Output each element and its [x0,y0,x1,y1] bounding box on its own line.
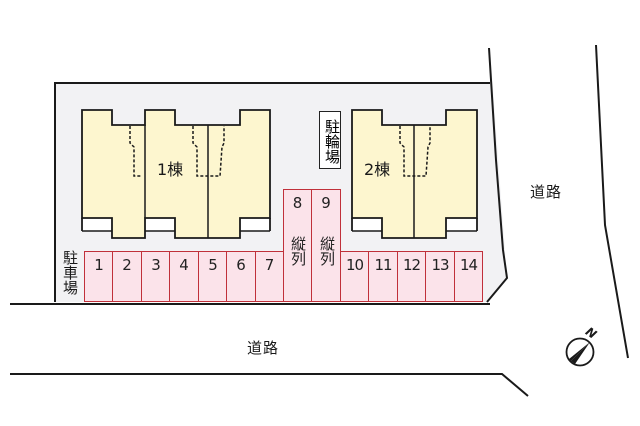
tandem-parking-note: 縦列 [289,236,307,266]
parking-space-2[interactable]: 2 [112,251,142,302]
parking-lot-label: 駐車場 [61,250,79,295]
parking-space-number: 10 [345,256,364,274]
tandem-parking-note: 縦列 [318,236,336,266]
building-2-label: 2棟 [364,160,391,179]
parking-space-6[interactable]: 6 [226,251,256,302]
parking-space-number: 3 [151,256,161,274]
parking-space-number: 11 [374,256,392,274]
parking-space-12[interactable]: 12 [397,251,426,302]
parking-space-number: 5 [208,256,218,274]
parking-space-number: 7 [264,256,275,274]
lot-border [54,82,490,302]
road-east-label: 道路 [530,183,563,201]
parking-space-11[interactable]: 11 [368,251,398,302]
parking-space-number: 4 [179,256,189,274]
parking-space-number: 13 [431,256,449,274]
parking-space-number: 14 [459,256,478,274]
parking-space-number: 2 [122,256,132,274]
parking-space-10[interactable]: 10 [340,251,369,302]
road-south-south-edge [10,373,529,397]
parking-space-number: 9 [321,194,331,212]
bicycle-parking-label: 駐輪場 [319,111,341,169]
road-east-east-edge [595,44,629,359]
building-1-label: 1棟 [157,160,184,179]
parking-space-13[interactable]: 13 [425,251,455,302]
parking-space-7[interactable]: 7 [255,251,284,302]
parking-space-14[interactable]: 14 [454,251,483,302]
building-2-outline [351,109,478,239]
parking-space-number: 12 [402,256,421,274]
building-1-outline [81,109,271,239]
parking-space-1[interactable]: 1 [84,251,114,302]
compass-icon [565,337,595,367]
lot-east-border [486,47,509,303]
parking-space-number: 8 [292,194,303,212]
parking-space-4[interactable]: 4 [169,251,199,302]
parking-space-number: 1 [94,256,104,274]
parking-space-5[interactable]: 5 [198,251,228,302]
parking-space-8[interactable]: 8 縦列 [283,189,312,302]
parking-space-9[interactable]: 9 縦列 [311,189,341,302]
parking-space-number: 6 [236,256,246,274]
parking-space-3[interactable]: 3 [141,251,171,302]
road-south-label: 道路 [247,339,280,357]
